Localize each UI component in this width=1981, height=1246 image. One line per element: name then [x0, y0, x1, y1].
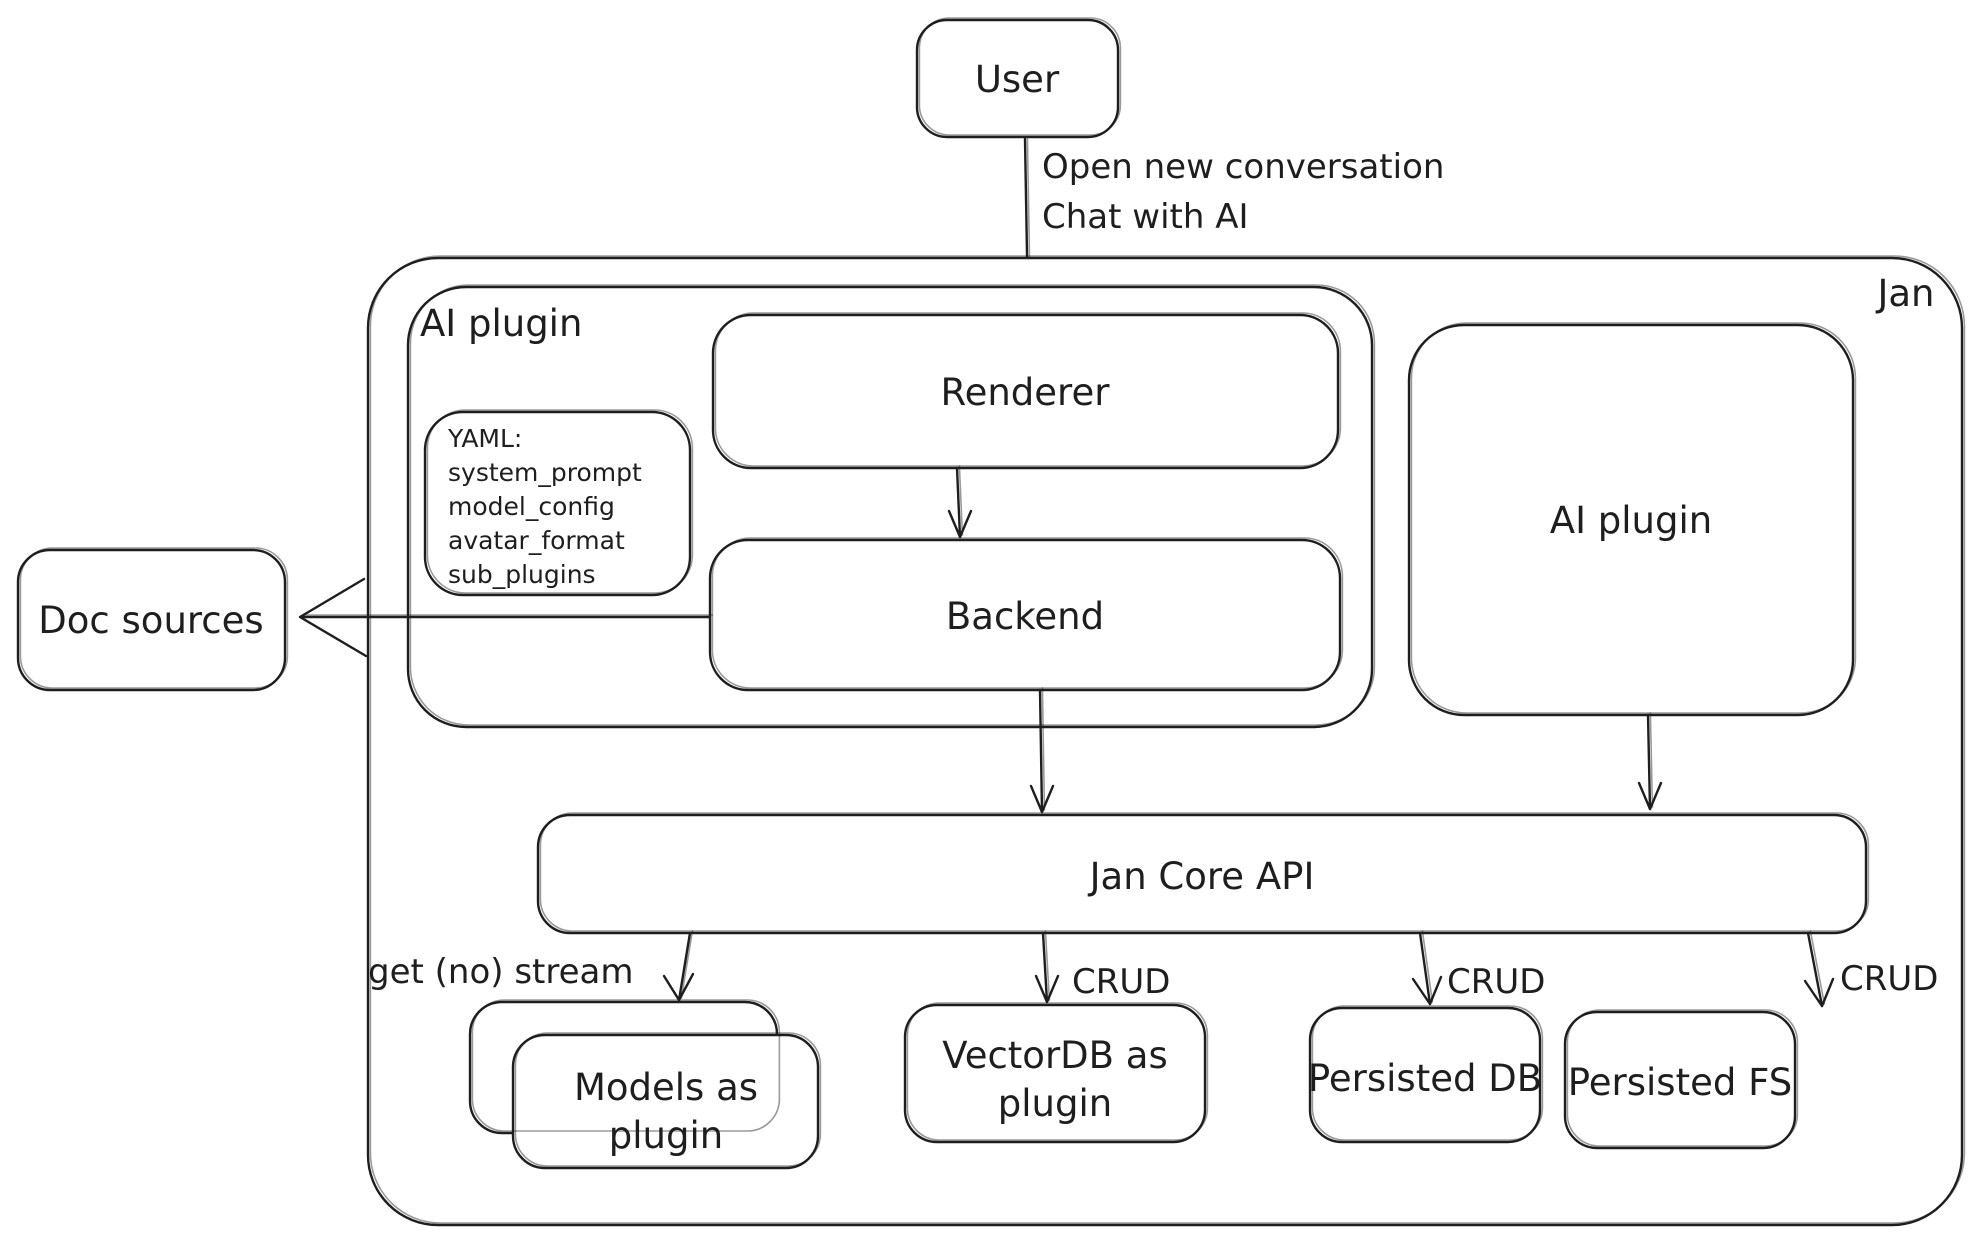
models-plugin-label-line-1: Models as — [574, 1066, 758, 1109]
edge-label-crud-persisted-fs: CRUD — [1840, 959, 1938, 999]
edge-label-get-no-stream: get (no) stream — [368, 952, 633, 992]
edge-renderer-to-backend — [947, 465, 973, 539]
node-backend: Backend — [708, 537, 1344, 692]
node-yaml-note: YAML: system_prompt model_config avatar_… — [423, 409, 694, 597]
doc-sources-label: Doc sources — [38, 599, 263, 642]
arrow-api-to-persisted-fs — [1806, 931, 1824, 1008]
persisted-fs-label: Persisted FS — [1568, 1061, 1792, 1104]
node-persisted-db: Persisted DB — [1308, 1005, 1544, 1144]
yaml-note-line-3: model_config — [448, 492, 615, 521]
ai-plugin-right-label: AI plugin — [1550, 499, 1712, 542]
node-renderer: Renderer — [711, 312, 1342, 470]
yaml-note-line-4: avatar_format — [448, 526, 625, 555]
arrowhead-renderer-to-backend — [947, 509, 973, 539]
yaml-note-box — [423, 410, 692, 597]
doc-sources-box — [16, 548, 287, 692]
user-label: User — [975, 58, 1060, 101]
node-ai-plugin-right: AI plugin — [1407, 322, 1857, 717]
node-doc-sources: Doc sources — [16, 547, 289, 692]
jan-core-api-label: Jan Core API — [1088, 855, 1315, 898]
yaml-note-line-1: YAML: — [447, 424, 522, 453]
edge-api-to-persisted-db: CRUD — [1411, 930, 1545, 1006]
node-models-plugin: Models as plugin — [468, 999, 822, 1170]
edge-label-crud-vectordb: CRUD — [1072, 962, 1170, 1002]
arrow-api-to-models — [677, 931, 692, 1002]
renderer-label: Renderer — [941, 371, 1111, 414]
edge-label-crud-persisted-db: CRUD — [1447, 962, 1545, 1002]
edge-backend-to-doc-sources — [298, 577, 714, 658]
arrow-api-to-persisted-db — [1418, 931, 1432, 1006]
vectordb-plugin-box — [903, 1003, 1207, 1144]
renderer-box — [711, 313, 1340, 470]
arrowhead-backend-to-api — [1029, 784, 1055, 814]
ai-plugin-right-box — [1407, 323, 1855, 717]
backend-box — [708, 538, 1342, 692]
edge-backend-to-api — [1029, 687, 1055, 814]
arrowhead-backend-to-doc-sources — [298, 577, 368, 658]
vectordb-plugin-label-line-2: plugin — [998, 1082, 1112, 1125]
edge-ai-plugin-right-to-api — [1637, 712, 1663, 811]
yaml-note-line-2: system_prompt — [448, 458, 642, 487]
node-persisted-fs: Persisted FS — [1563, 1009, 1799, 1150]
arrowhead-api-to-persisted-db — [1411, 975, 1443, 1006]
arrowhead-api-to-persisted-fs — [1803, 977, 1835, 1008]
vectordb-plugin-label-line-1: VectorDB as — [942, 1034, 1168, 1077]
yaml-note-line-5: sub_plugins — [448, 560, 596, 589]
arrowhead-api-to-vectordb — [1034, 974, 1060, 1004]
jan-core-api-box — [536, 813, 1868, 935]
user-box — [915, 18, 1120, 139]
arrow-ai-plugin-right-to-api — [1646, 713, 1652, 811]
edge-label-chat-with-ai: Chat with AI — [1042, 197, 1249, 237]
arrow-api-to-vectordb — [1041, 931, 1049, 1004]
ai-plugin-container-label: AI plugin — [420, 302, 582, 345]
edge-label-open-conversation: Open new conversation — [1042, 147, 1444, 187]
node-vectordb-plugin: VectorDB as plugin — [903, 1002, 1209, 1144]
arrow-backend-to-api — [1038, 688, 1044, 814]
backend-label: Backend — [946, 595, 1104, 638]
persisted-db-label: Persisted DB — [1308, 1057, 1542, 1100]
jan-container-label: Jan — [1875, 272, 1934, 315]
persisted-db-box — [1308, 1006, 1542, 1144]
edge-api-to-vectordb: CRUD — [1034, 930, 1170, 1004]
edge-user-to-renderer: Open new conversation Chat with AI — [1015, 136, 1444, 314]
edge-api-to-models: get (no) stream — [368, 930, 695, 1002]
models-plugin-front-box — [511, 1033, 820, 1170]
node-user: User — [915, 17, 1122, 139]
models-plugin-label-line-2: plugin — [609, 1114, 723, 1157]
persisted-fs-box — [1563, 1010, 1797, 1150]
arrow-renderer-to-backend — [955, 466, 962, 539]
edge-api-to-persisted-fs: CRUD — [1803, 930, 1938, 1008]
arrowhead-api-to-models — [662, 972, 695, 1002]
arrowhead-ai-plugin-right-to-api — [1637, 781, 1663, 811]
node-jan-core-api: Jan Core API — [536, 812, 1870, 935]
